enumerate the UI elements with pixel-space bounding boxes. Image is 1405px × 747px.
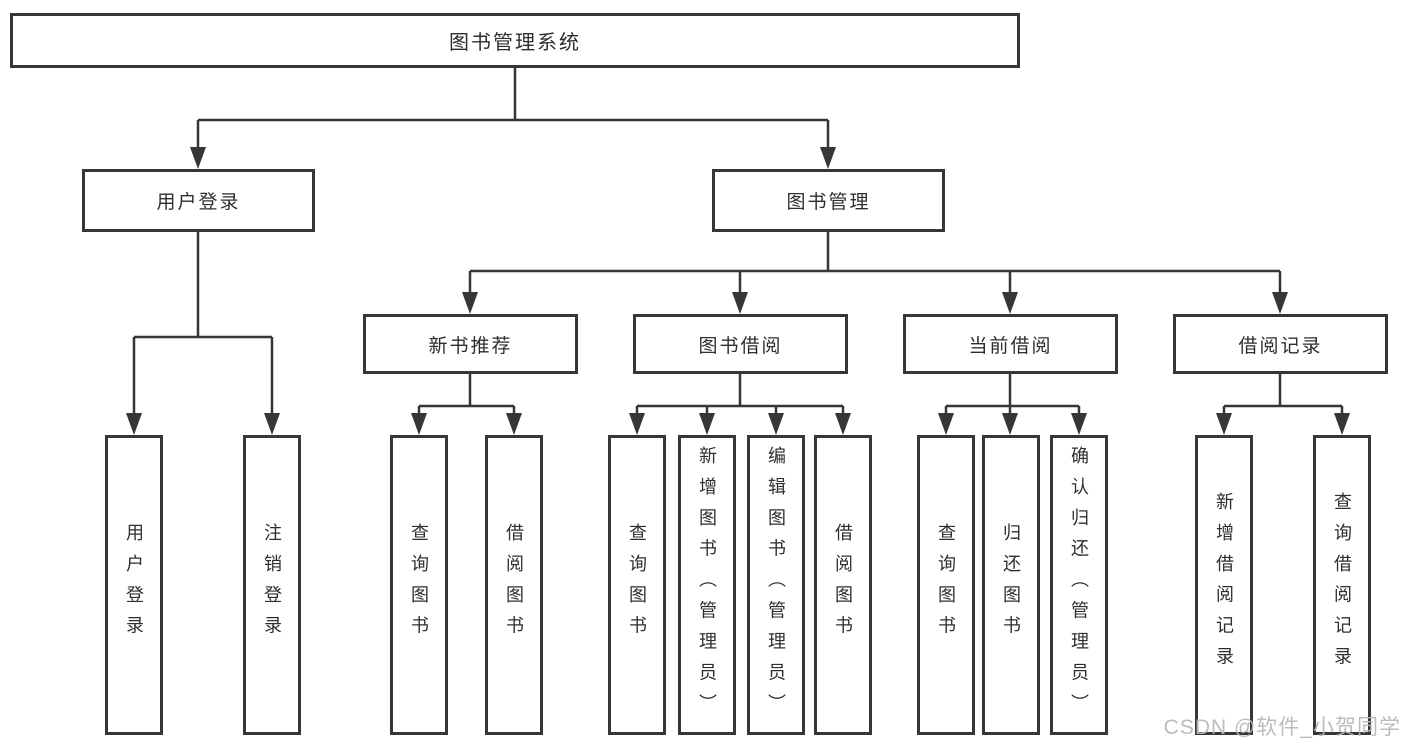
arrow-down-icon	[938, 413, 954, 435]
node-label: 图书管理系统	[449, 32, 581, 54]
arrow-down-icon	[126, 413, 142, 435]
leaf-label: 新增借阅记录	[1214, 492, 1234, 678]
leaf-user-login: 用户登录	[105, 435, 163, 735]
node-label: 图书借阅	[698, 335, 783, 357]
leaf-query-books-current: 查询图书	[917, 435, 975, 735]
arrow-down-icon	[462, 292, 478, 314]
leaf-label: 新增图书（管理员）	[697, 445, 717, 725]
leaf-label: 归还图书	[1001, 523, 1021, 647]
arrowhead-icons	[126, 147, 1350, 435]
arrow-down-icon	[506, 413, 522, 435]
arrow-down-icon	[768, 413, 784, 435]
arrow-down-icon	[411, 413, 427, 435]
leaf-edit-book-admin: 编辑图书（管理员）	[747, 435, 805, 735]
node-label: 借阅记录	[1238, 335, 1323, 357]
arrow-down-icon	[1071, 413, 1087, 435]
node-library-management-system: 图书管理系统	[10, 13, 1020, 68]
leaf-label: 查询图书	[409, 523, 429, 647]
leaf-borrow-books-recommend: 借阅图书	[485, 435, 543, 735]
arrow-down-icon	[1334, 413, 1350, 435]
csdn-watermark: CSDN @软件_小贺同学	[1163, 716, 1401, 739]
node-label: 新书推荐	[428, 335, 513, 357]
leaf-add-borrow-record: 新增借阅记录	[1195, 435, 1253, 735]
arrow-down-icon	[835, 413, 851, 435]
arrow-down-icon	[1216, 413, 1232, 435]
leaf-return-books: 归还图书	[982, 435, 1040, 735]
node-label: 当前借阅	[968, 335, 1053, 357]
node-label: 用户登录	[156, 192, 241, 213]
node-new-book-recommendation: 新书推荐	[363, 314, 578, 374]
node-current-borrowing: 当前借阅	[903, 314, 1118, 374]
leaf-label: 编辑图书（管理员）	[766, 445, 786, 725]
leaf-label: 查询借阅记录	[1332, 492, 1352, 678]
node-book-management: 图书管理	[712, 169, 945, 232]
leaf-logout: 注销登录	[243, 435, 301, 735]
arrow-down-icon	[820, 147, 836, 169]
node-user-login: 用户登录	[82, 169, 315, 232]
arrow-down-icon	[190, 147, 206, 169]
leaf-label: 借阅图书	[504, 523, 524, 647]
leaf-label: 确认归还（管理员）	[1069, 445, 1089, 725]
node-label: 图书管理	[786, 192, 871, 213]
node-borrowing-records: 借阅记录	[1173, 314, 1388, 374]
arrow-down-icon	[732, 292, 748, 314]
arrow-down-icon	[1272, 292, 1288, 314]
leaf-label: 查询图书	[936, 523, 956, 647]
leaf-add-book-admin: 新增图书（管理员）	[678, 435, 736, 735]
leaf-query-books-borrow: 查询图书	[608, 435, 666, 735]
tree-edges	[132, 68, 1344, 414]
leaf-label: 注销登录	[262, 523, 282, 647]
leaf-label: 查询图书	[627, 523, 647, 647]
node-book-borrowing: 图书借阅	[633, 314, 848, 374]
leaf-label: 用户登录	[124, 523, 144, 647]
leaf-label: 借阅图书	[833, 523, 853, 647]
leaf-query-books-recommend: 查询图书	[390, 435, 448, 735]
arrow-down-icon	[264, 413, 280, 435]
arrow-down-icon	[1002, 292, 1018, 314]
arrow-down-icon	[1002, 413, 1018, 435]
arrow-down-icon	[699, 413, 715, 435]
leaf-query-borrow-record: 查询借阅记录	[1313, 435, 1371, 735]
leaf-borrow-books: 借阅图书	[814, 435, 872, 735]
leaf-confirm-return-admin: 确认归还（管理员）	[1050, 435, 1108, 735]
arrow-down-icon	[629, 413, 645, 435]
